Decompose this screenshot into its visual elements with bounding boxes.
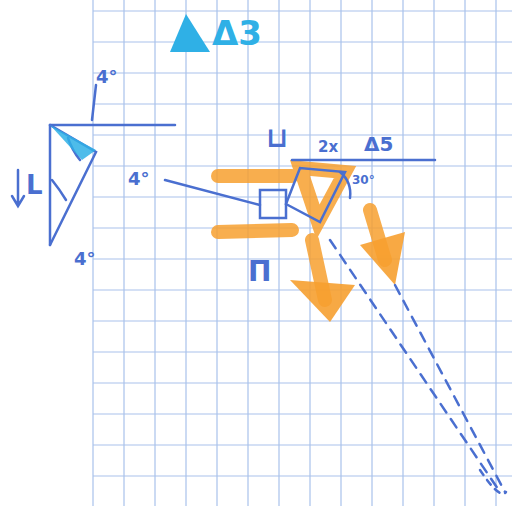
sketch-label: Δ5 — [364, 134, 393, 154]
sketch-label: 4° — [96, 68, 118, 86]
sketch-label: 4° — [128, 170, 150, 188]
left-triangle — [12, 85, 175, 245]
sketch-label: 30° — [352, 174, 375, 186]
sketch-label: L — [26, 172, 43, 198]
grid-paper — [93, 0, 512, 506]
sketch-label: 4° — [74, 250, 96, 268]
sketch-label: ⊔ — [266, 124, 288, 152]
cyan-triangle — [170, 14, 210, 52]
orange-arrowheads — [290, 232, 405, 322]
orange-strokes — [218, 168, 385, 300]
sketch-label: 2x — [318, 140, 338, 155]
blue-lines — [165, 160, 506, 494]
sketch-label: Δ3 — [212, 16, 262, 50]
cyan-fill — [50, 125, 96, 160]
sketch-label: Π — [248, 258, 271, 286]
